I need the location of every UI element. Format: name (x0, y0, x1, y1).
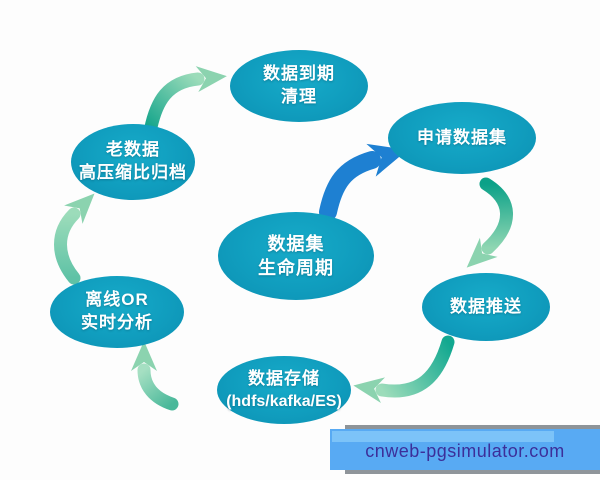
node-old-data-archive: 老数据 高压缩比归档 (71, 124, 195, 200)
watermark-banner: cnweb-pgsimulator.com (330, 429, 600, 470)
node-label-line: 清理 (281, 87, 317, 106)
arrow-lifecycle-to-apply (319, 143, 408, 221)
node-label-line: 数据到期 (263, 64, 335, 84)
watermark-text: cnweb-pgsimulator.com (365, 441, 565, 461)
node-label-line: 生命周期 (258, 258, 334, 278)
arrow-analysis-to-archive (54, 193, 95, 285)
node-label-line: (hdfs/kafka/ES) (226, 392, 342, 410)
node-data-storage: 数据存储 (hdfs/kafka/ES) (217, 356, 351, 424)
node-apply-dataset: 申请数据集 (388, 102, 536, 174)
arrow-apply-to-push (466, 177, 513, 268)
node-label-line: 数据集 (267, 233, 325, 254)
arrow-archive-to-cleanup (143, 66, 227, 139)
node-data-push: 数据推送 (422, 273, 550, 341)
arrow-push-to-storage (353, 335, 455, 403)
node-label-line: 高压缩比归档 (79, 163, 187, 182)
watermark-top-band (332, 431, 554, 442)
node-label-line: 离线OR (85, 290, 149, 310)
node-offline-realtime-analysis: 离线OR 实时分析 (50, 276, 184, 348)
node-label-line: 实时分析 (81, 313, 153, 332)
arrow-storage-to-analysis (131, 341, 179, 411)
node-label-line: 老数据 (106, 140, 160, 160)
node-label-line: 数据存储 (248, 368, 320, 388)
node-label-line: 数据推送 (450, 296, 522, 316)
node-label-line: 申请数据集 (417, 127, 507, 147)
node-data-expire-cleanup: 数据到期 清理 (230, 50, 368, 122)
node-dataset-lifecycle: 数据集 生命周期 (218, 212, 374, 300)
